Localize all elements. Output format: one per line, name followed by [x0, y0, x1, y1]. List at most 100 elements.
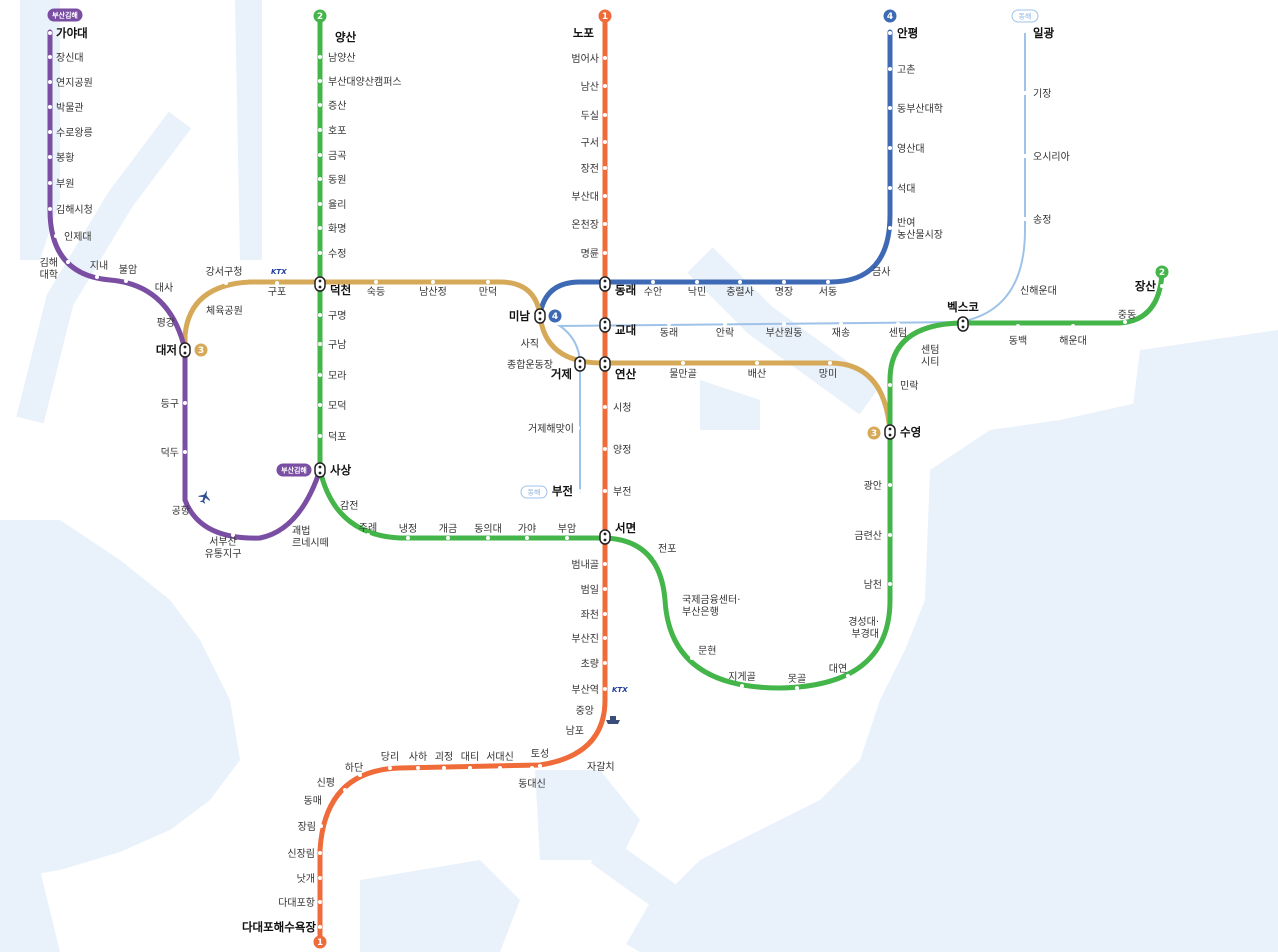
transfer-station-daejeo[interactable] — [179, 342, 191, 358]
station-dot-geumsa[interactable] — [866, 263, 870, 267]
station-label-busanjin[interactable]: 부산진 — [571, 633, 599, 645]
station-dot-suro[interactable] — [48, 130, 52, 134]
station-dot-gamjeon[interactable] — [338, 503, 342, 507]
station-dot-jeonpo[interactable] — [654, 556, 658, 560]
station-dot-dusil[interactable] — [603, 113, 607, 117]
station-label-daejeo[interactable]: 대저 — [156, 343, 177, 357]
station-dot-ilgwang[interactable] — [1023, 29, 1027, 33]
station-label-geumnyeonsan[interactable]: 금련산 — [854, 530, 882, 542]
station-dot-ifc[interactable] — [668, 603, 672, 607]
station-label-seodaesin[interactable]: 서대신 — [486, 751, 514, 763]
station-dot-gijang[interactable] — [1023, 91, 1027, 95]
station-dot-busanjin[interactable] — [603, 636, 607, 640]
station-dot-sports_park[interactable] — [200, 303, 204, 307]
station-label-pyeonggang[interactable]: 평강 — [157, 317, 175, 329]
station-label-toseong[interactable]: 토성 — [531, 748, 549, 760]
station-label-dongnae[interactable]: 동래 — [615, 283, 636, 297]
station-dot-buwon[interactable] — [48, 181, 52, 185]
station-label-nangmin[interactable]: 낙민 — [688, 286, 706, 298]
station-dot-dongdaesin[interactable] — [530, 766, 534, 770]
station-label-sinpyeong[interactable]: 신평 — [317, 777, 335, 789]
station-dot-airport[interactable] — [194, 503, 198, 507]
station-dot-gupo[interactable] — [275, 281, 279, 285]
station-dot-seokdae[interactable] — [888, 186, 892, 190]
station-dot-dongmae[interactable] — [326, 798, 330, 802]
station-label-mulmangol[interactable]: 물만골 — [669, 368, 697, 380]
transfer-station-gyodae[interactable] — [599, 317, 611, 333]
station-dot-namyangsan[interactable] — [318, 55, 322, 59]
station-dot-daeti[interactable] — [468, 766, 472, 770]
station-label-gaegeum[interactable]: 개금 — [439, 523, 457, 535]
station-label-deokdu[interactable]: 덕두 — [161, 447, 179, 459]
station-label-sinhaeundae[interactable]: 신해운대 — [1020, 284, 1057, 297]
station-label-jangsindae[interactable]: 장신대 — [56, 52, 84, 64]
station-dot-seodong[interactable] — [826, 280, 830, 284]
station-label-motgol[interactable]: 못골 — [788, 673, 806, 685]
station-label-yeonsan[interactable]: 연산 — [615, 367, 637, 381]
station-label-gangseo[interactable]: 강서구청 — [206, 266, 243, 278]
station-dot-namcheon[interactable] — [888, 582, 892, 586]
station-label-dongmae[interactable]: 동매 — [304, 795, 322, 807]
station-dot-sinpyeong[interactable] — [343, 788, 347, 792]
station-dot-mora[interactable] — [318, 373, 322, 377]
transfer-station-sasang[interactable] — [314, 462, 326, 478]
station-dot-gochon[interactable] — [888, 67, 892, 71]
station-label-deokpo[interactable]: 덕포 — [328, 431, 346, 443]
station-dot-choryang[interactable] — [603, 661, 607, 665]
transfer-station-deokcheon[interactable] — [314, 276, 326, 292]
station-dot-seodaesin[interactable] — [498, 766, 502, 770]
station-dot-motgol[interactable] — [795, 686, 799, 690]
station-dot-mulmangol[interactable] — [681, 361, 685, 365]
station-label-gupo[interactable]: 구포 — [268, 287, 286, 298]
station-label-beomil[interactable]: 범일 — [581, 584, 599, 596]
station-label-mora[interactable]: 모라 — [328, 370, 346, 382]
station-label-sports[interactable]: 종합운동장 — [507, 359, 553, 371]
transfer-station-geoje[interactable] — [574, 356, 586, 372]
station-label-seodong[interactable]: 서동 — [819, 286, 837, 298]
station-dot-saha[interactable] — [416, 766, 420, 770]
station-dot-sinhaeundae[interactable] — [1018, 288, 1022, 292]
station-dot-jangsindae[interactable] — [48, 55, 52, 59]
station-label-myeongjang[interactable]: 명장 — [775, 286, 793, 298]
station-dot-oncheonjang[interactable] — [603, 222, 607, 226]
station-label-sasang[interactable]: 사상 — [330, 463, 352, 477]
station-dot-munhyeon[interactable] — [690, 656, 694, 660]
station-label-chungnyeolsa[interactable]: 충렬사 — [726, 285, 754, 298]
station-label-geumsa[interactable]: 금사 — [872, 266, 890, 278]
station-dot-gaegeum[interactable] — [446, 536, 450, 540]
station-dot-daesa[interactable] — [162, 295, 166, 299]
station-dot-yulli[interactable] — [318, 202, 322, 206]
station-dot-bujeon_dh[interactable] — [577, 489, 581, 493]
station-dot-centum_dh[interactable] — [896, 322, 900, 326]
station-label-museum[interactable]: 박물관 — [56, 102, 84, 114]
station-label-mandeok[interactable]: 만덕 — [479, 286, 497, 298]
station-dot-museum[interactable] — [48, 105, 52, 109]
station-dot-beomil[interactable] — [603, 587, 607, 591]
station-dot-yangjeong[interactable] — [603, 447, 607, 451]
station-dot-banyeo[interactable] — [888, 226, 892, 230]
station-label-deunggu[interactable]: 등구 — [161, 398, 179, 410]
transfer-station-yeonsan[interactable] — [599, 356, 611, 372]
station-label-jagalchi[interactable]: 자갈치 — [587, 760, 615, 773]
station-dot-jaesong[interactable] — [839, 322, 843, 326]
station-label-sports_park[interactable]: 체육공원 — [206, 305, 243, 317]
station-dot-gaya[interactable] — [525, 536, 529, 540]
station-label-gyodae[interactable]: 교대 — [615, 323, 636, 337]
station-dot-gimhae_city[interactable] — [48, 207, 52, 211]
station-label-buram[interactable]: 불암 — [119, 264, 137, 276]
station-label-ilgwang[interactable]: 일광 — [1033, 26, 1055, 40]
transfer-station-dongnae[interactable] — [599, 276, 611, 292]
station-dot-sukdeung[interactable] — [374, 280, 378, 284]
station-dot-jwacheon[interactable] — [603, 612, 607, 616]
station-dot-yeongsan[interactable] — [888, 146, 892, 150]
station-label-jangjeon[interactable]: 장전 — [581, 163, 599, 175]
station-label-myeongnyun[interactable]: 명륜 — [581, 248, 599, 260]
station-dot-jinae[interactable] — [95, 275, 99, 279]
station-label-airport[interactable]: 공항 — [172, 505, 190, 517]
station-label-gamjeon[interactable]: 감전 — [340, 500, 358, 512]
station-dot-sajik[interactable] — [541, 341, 545, 345]
station-dot-inje[interactable] — [54, 234, 58, 238]
